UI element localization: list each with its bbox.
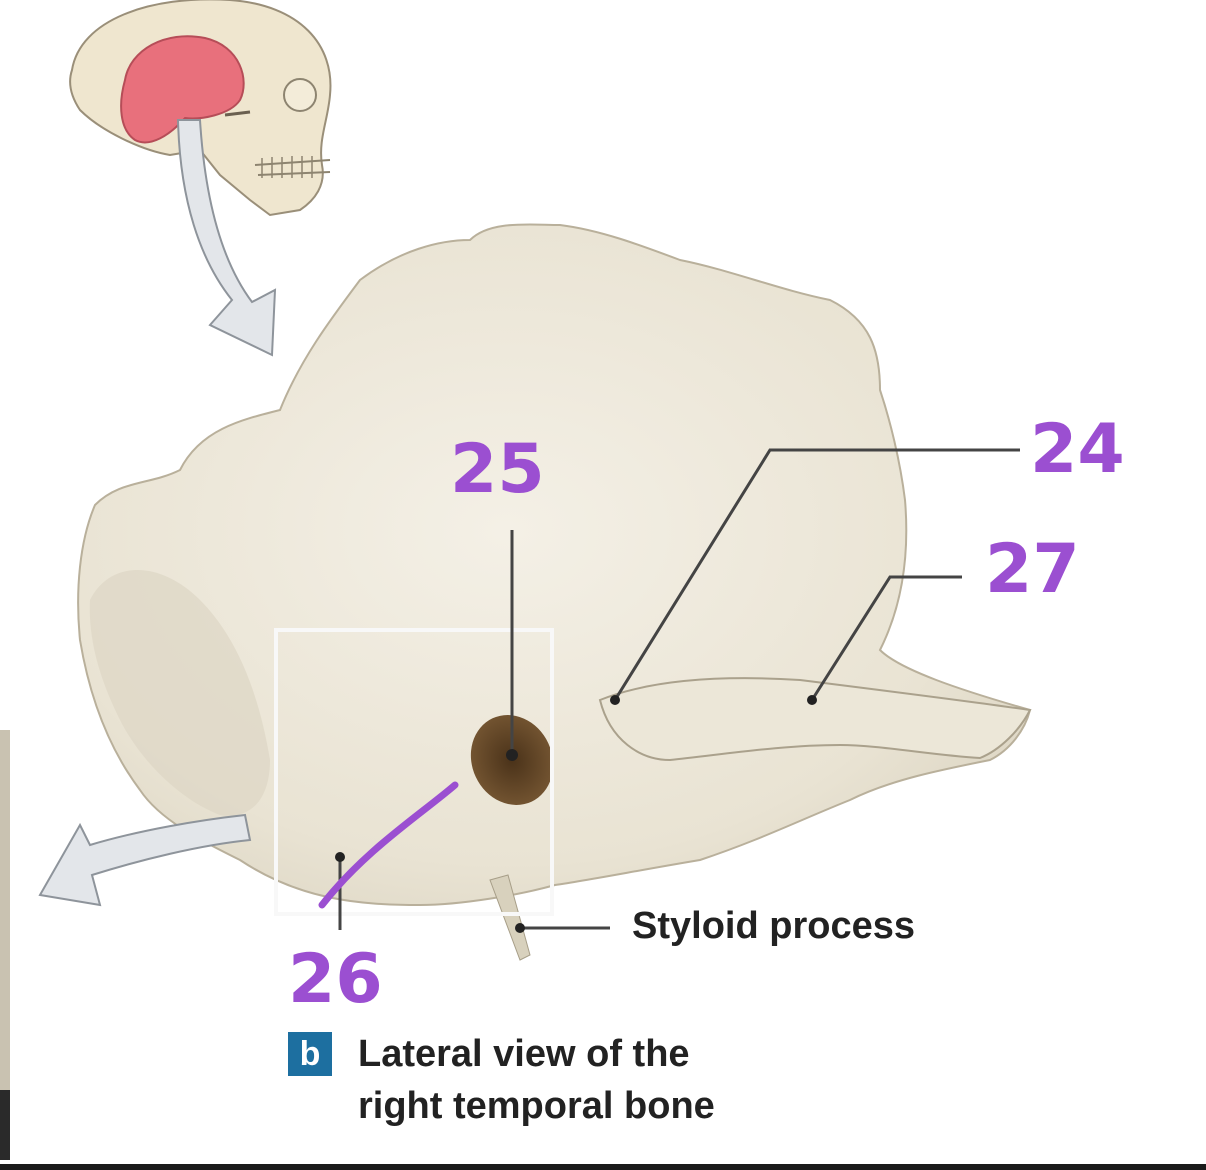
- arrow-left-icon: [38, 813, 252, 907]
- caption-letter-badge: b: [288, 1032, 332, 1076]
- arrow-down-icon: [176, 119, 277, 357]
- leader-lines: [338, 448, 1020, 930]
- bottom-divider: [0, 1164, 1206, 1170]
- styloid-process-label: Styloid process: [632, 905, 915, 947]
- caption-text: Lateral view of the right temporal bone: [358, 1028, 838, 1132]
- temporal-bone-photo: [77, 223, 1032, 961]
- handwritten-number-24: 24: [1030, 410, 1125, 489]
- handwritten-number-25: 25: [450, 430, 545, 509]
- caption-line-1: Lateral view of the: [358, 1033, 690, 1075]
- caption-line-2: right temporal bone: [358, 1085, 715, 1127]
- handwritten-number-27: 27: [985, 530, 1080, 609]
- handwritten-number-26: 26: [288, 940, 383, 1019]
- leader-dots: [335, 695, 817, 933]
- skull-illustration-icon: [69, 0, 332, 217]
- handwritten-stroke: [318, 781, 459, 909]
- figure-caption: b Lateral view of the right temporal bon…: [288, 1028, 838, 1132]
